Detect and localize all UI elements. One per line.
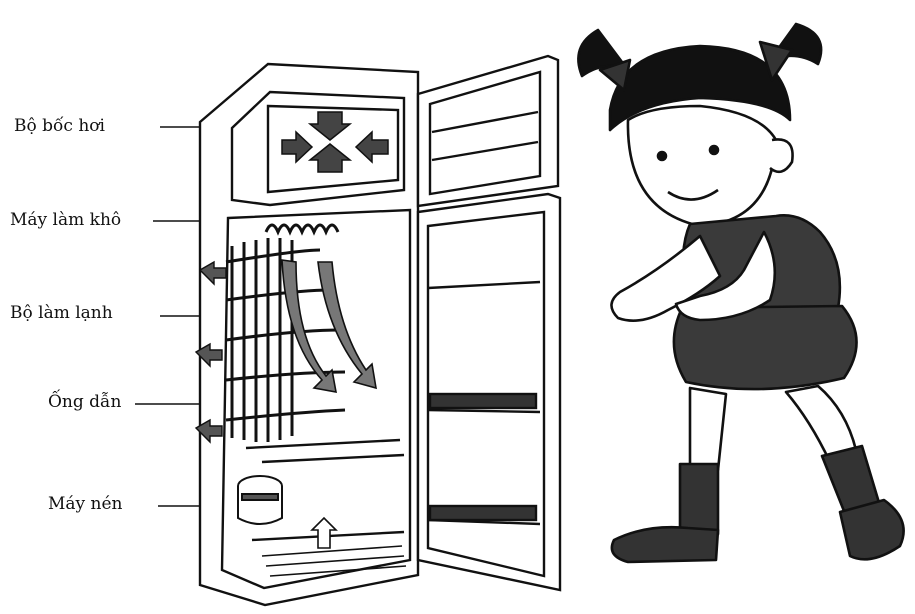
girl-illustration [578,24,903,562]
compressor [238,476,282,524]
fridge-doors [418,56,560,590]
shoe-left [612,527,718,562]
face [628,106,776,226]
ear [770,139,793,171]
eye-left [658,152,666,160]
leg-left [690,388,726,470]
shoe-right [840,500,904,559]
eye-right [710,146,718,154]
sock-left [680,464,718,534]
